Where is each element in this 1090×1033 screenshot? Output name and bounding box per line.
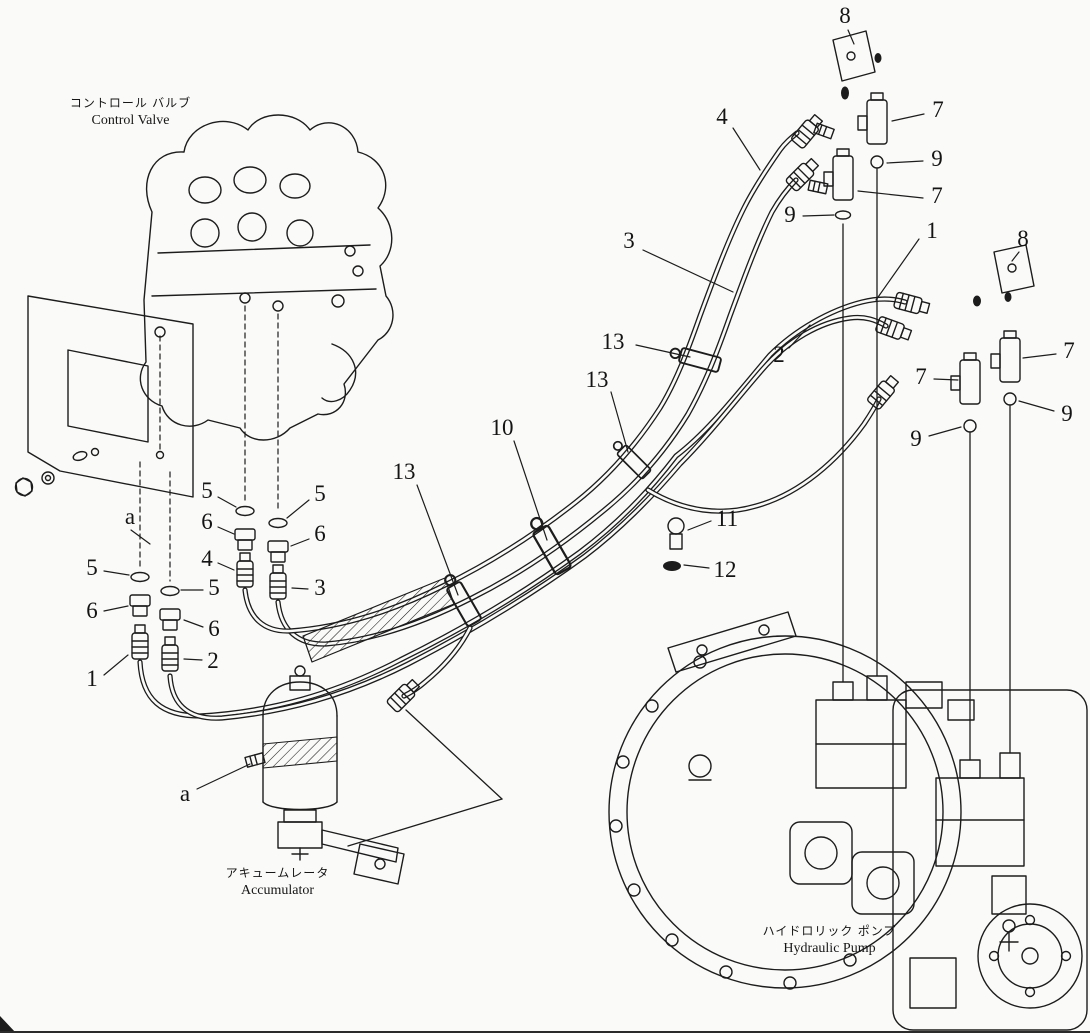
hose-accumulator-inner xyxy=(402,626,472,698)
hose-4-inner xyxy=(243,131,799,633)
leader-7 xyxy=(1022,353,1057,359)
leader-6 xyxy=(290,538,310,547)
hose-runs xyxy=(137,130,908,721)
control-valve-drawing xyxy=(139,114,394,441)
fitting-group-top xyxy=(823,30,888,220)
leader-a xyxy=(196,763,251,790)
leader-7 xyxy=(857,190,924,199)
leader-1 xyxy=(875,238,920,301)
hydraulic-pump-label-jp: ハイドロリック ポンプ xyxy=(762,924,897,938)
leader-8 xyxy=(847,29,855,45)
leader-8 xyxy=(1011,251,1020,262)
fitting-stack-2 xyxy=(159,585,181,672)
leader-7 xyxy=(891,113,925,122)
accumulator-label-en: Accumulator xyxy=(240,882,315,898)
leader-13 xyxy=(416,484,459,596)
leader-4 xyxy=(217,562,235,571)
mounting-plate xyxy=(14,295,194,498)
leader-5 xyxy=(286,499,310,519)
fitting-stack-1 xyxy=(129,571,151,660)
leader-5 xyxy=(217,496,237,508)
pump-valve-block-1 xyxy=(815,675,907,789)
leader-9 xyxy=(886,160,924,164)
hydraulic-pump-label: ハイドロリック ポンプ Hydraulic Pump xyxy=(742,924,917,958)
hose-4 xyxy=(242,130,800,634)
leader-13 xyxy=(635,344,691,358)
leader-1 xyxy=(103,654,129,676)
fitting-stack-4 xyxy=(234,505,256,588)
pilot-drop-lines xyxy=(842,168,1011,761)
control-valve-label-en: Control Valve xyxy=(91,112,170,128)
leader-10 xyxy=(513,440,548,541)
leader-3 xyxy=(642,249,734,293)
accumulator-drawing xyxy=(244,665,405,885)
hose-2-inner xyxy=(168,316,888,720)
fitting-group-right xyxy=(950,244,1035,433)
hose-droop xyxy=(645,396,882,514)
leader-3 xyxy=(291,587,309,590)
bolt-and-washer xyxy=(663,517,685,571)
leader-6 xyxy=(103,605,129,612)
hydraulic-pump-drawing xyxy=(608,611,1088,1031)
leader-9 xyxy=(928,426,962,437)
leader-12 xyxy=(683,564,710,569)
control-valve-label-jp: コントロール バルブ xyxy=(69,96,192,110)
hose-1-inner xyxy=(138,297,907,718)
leader-2 xyxy=(788,324,811,349)
leader-4 xyxy=(732,127,761,171)
accumulator-label-jp: アキュームレータ xyxy=(225,866,330,880)
leader-7 xyxy=(933,378,959,381)
leader-13 xyxy=(610,391,629,453)
port-leader-dashes xyxy=(139,305,279,582)
leader-11 xyxy=(687,520,712,531)
plate-port xyxy=(155,450,165,460)
leader-a xyxy=(130,529,151,545)
leader-lines xyxy=(103,29,1057,790)
flange-bolt-holes xyxy=(609,655,857,990)
hydraulic-pump-label-en: Hydraulic Pump xyxy=(783,940,876,956)
leader-6 xyxy=(217,526,235,535)
leader-2 xyxy=(183,658,203,661)
art-root xyxy=(0,29,1088,1031)
fitting-stack-3 xyxy=(267,517,289,600)
accumulator-pipe xyxy=(347,709,503,847)
clamps xyxy=(439,344,723,628)
hose-droop-inner xyxy=(646,397,881,513)
leader-9 xyxy=(1018,400,1055,412)
control-valve-label: コントロール バルブ Control Valve xyxy=(53,96,208,130)
accumulator-label: アキュームレータ Accumulator xyxy=(205,866,350,900)
leader-6 xyxy=(183,619,204,628)
leader-5 xyxy=(103,570,130,576)
leader-9 xyxy=(802,214,835,217)
pump-valve-block-2 xyxy=(935,752,1025,867)
page-corner-mark xyxy=(0,1016,15,1031)
